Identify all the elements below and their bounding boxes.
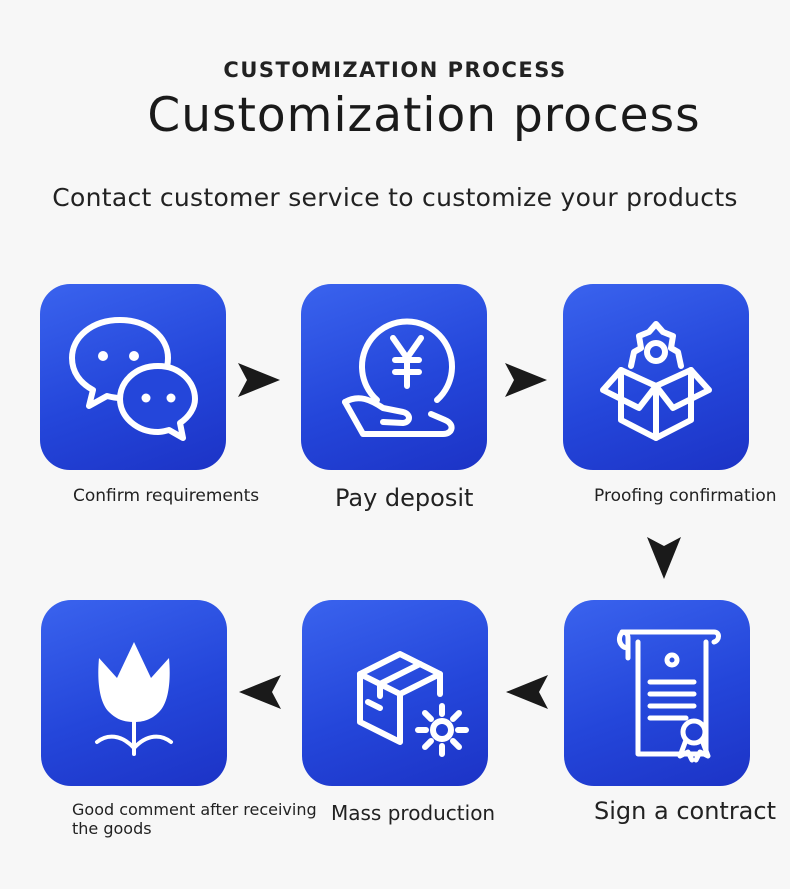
step-label-good-comment-line2: the goods: [72, 819, 152, 838]
step-tile-mass-production: [302, 600, 488, 786]
step-label-good-comment: Good comment after receiving the goods: [72, 800, 317, 838]
step-tile-confirm-requirements: [40, 284, 226, 470]
arrow-left-icon: [506, 675, 548, 709]
yen-coin-hand-icon: [342, 318, 455, 437]
step-tile-good-comment: [41, 600, 227, 786]
arrow-right-icon: [238, 363, 280, 397]
step-tile-pay-deposit: [301, 284, 487, 470]
section-eyebrow: CUSTOMIZATION PROCESS: [223, 58, 567, 82]
page-title: Customization process: [147, 88, 701, 143]
step-label-proofing-confirmation: Proofing confirmation: [594, 486, 777, 506]
package-gear-icon: [357, 651, 469, 757]
step-tile-proofing-confirmation: [563, 284, 749, 470]
page-subtitle: Contact customer service to customize yo…: [52, 183, 738, 212]
contract-scroll-icon: [617, 629, 721, 763]
step-label-mass-production: Mass production: [331, 801, 496, 825]
arrow-left-icon: [239, 675, 281, 709]
box-gear-icon: [600, 321, 712, 441]
chat-bubbles-icon: [69, 317, 198, 441]
tulip-icon: [95, 642, 173, 756]
step-tile-sign-contract: [564, 600, 750, 786]
step-label-confirm-requirements: Confirm requirements: [73, 486, 260, 506]
arrow-right-icon: [505, 363, 547, 397]
arrow-down-icon: [647, 537, 681, 579]
step-label-pay-deposit: Pay deposit: [335, 484, 474, 512]
step-label-sign-contract: Sign a contract: [594, 797, 776, 825]
step-label-good-comment-line1: Good comment after receiving: [72, 800, 317, 819]
